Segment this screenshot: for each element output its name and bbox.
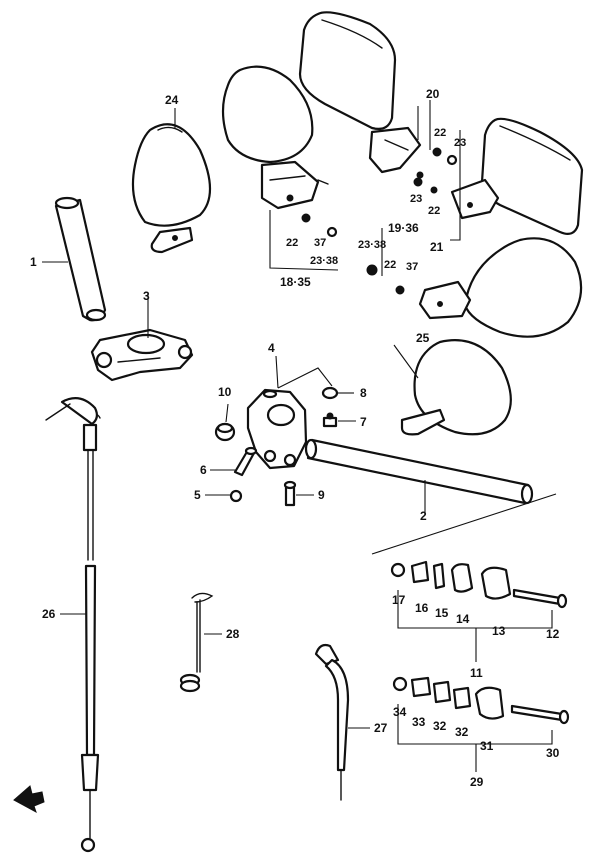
callout-16: 16 — [415, 601, 429, 615]
callout-15: 15 — [435, 606, 449, 620]
callout-23-38-b: 23·38 — [310, 255, 338, 267]
callout-labels: 1 3 24 10 4 8 7 6 5 9 2 25 20 22 23 23 2… — [30, 87, 560, 789]
callout-23-a: 23 — [454, 137, 466, 149]
mirror-right-rectangular — [450, 117, 584, 235]
callout-29: 29 — [470, 775, 484, 789]
mirror-24 — [131, 123, 211, 254]
callout-31: 31 — [480, 739, 494, 753]
callout-9: 9 — [318, 488, 325, 502]
callout-22-b: 22 — [428, 205, 440, 217]
bolt-9 — [283, 480, 297, 507]
bolt-6 — [233, 446, 258, 477]
callout-6: 6 — [200, 463, 207, 477]
nut-5 — [229, 489, 243, 503]
callout-12: 12 — [546, 627, 560, 641]
callout-34: 34 — [393, 705, 407, 719]
callout-22-c: 22 — [384, 259, 396, 271]
callout-19-36: 19·36 — [388, 221, 419, 235]
cap-8 — [321, 386, 339, 400]
screw-7 — [322, 412, 338, 428]
callout-26: 26 — [42, 607, 56, 621]
callout-14: 14 — [456, 612, 470, 626]
collar-10 — [214, 422, 236, 442]
mirror-hardware — [301, 147, 458, 295]
callout-23-b: 23 — [410, 193, 422, 205]
callout-32-a: 32 — [433, 719, 447, 733]
callout-10: 10 — [218, 385, 232, 399]
callout-8: 8 — [360, 386, 367, 400]
callout-17: 17 — [392, 593, 406, 607]
callout-21: 21 — [430, 240, 444, 254]
callout-25: 25 — [416, 331, 430, 345]
callout-20: 20 — [426, 87, 440, 101]
callout-11: 11 — [470, 666, 483, 680]
hardware-set-29 — [392, 676, 570, 725]
callout-13: 13 — [492, 624, 506, 638]
handlebar-1 — [54, 196, 107, 322]
callout-24: 24 — [165, 93, 179, 107]
clamp-3 — [90, 328, 194, 382]
callout-32-b: 32 — [455, 725, 469, 739]
mirror-upper-rectangular — [298, 11, 422, 174]
handlebar-2 — [304, 438, 534, 505]
callout-22-d: 22 — [286, 237, 298, 249]
callout-33: 33 — [412, 715, 426, 729]
callout-1: 1 — [30, 255, 37, 269]
callout-4: 4 — [268, 341, 275, 355]
mirror-right-round — [418, 237, 583, 338]
callout-28: 28 — [226, 627, 240, 641]
callout-30: 30 — [546, 746, 560, 760]
front-arrow-icon — [13, 785, 45, 814]
cable-26 — [45, 397, 101, 853]
callout-3: 3 — [143, 289, 150, 303]
mirror-upper-middle — [221, 65, 329, 210]
callout-7: 7 — [360, 415, 367, 429]
callout-18-35: 18·35 — [280, 275, 311, 289]
callout-5: 5 — [194, 488, 201, 502]
bracket-4 — [246, 388, 308, 470]
hardware-set-11 — [390, 560, 568, 609]
callout-37-b: 37 — [314, 237, 326, 249]
cable-end-27 — [314, 643, 350, 801]
mirror-25 — [400, 339, 512, 436]
clip-28 — [179, 592, 214, 693]
callout-37-a: 37 — [406, 261, 418, 273]
callout-27: 27 — [374, 721, 388, 735]
callout-2: 2 — [420, 509, 427, 523]
leader-lines — [42, 100, 557, 772]
callout-22-a: 22 — [434, 127, 446, 139]
callout-23-38-a: 23·38 — [358, 239, 386, 251]
